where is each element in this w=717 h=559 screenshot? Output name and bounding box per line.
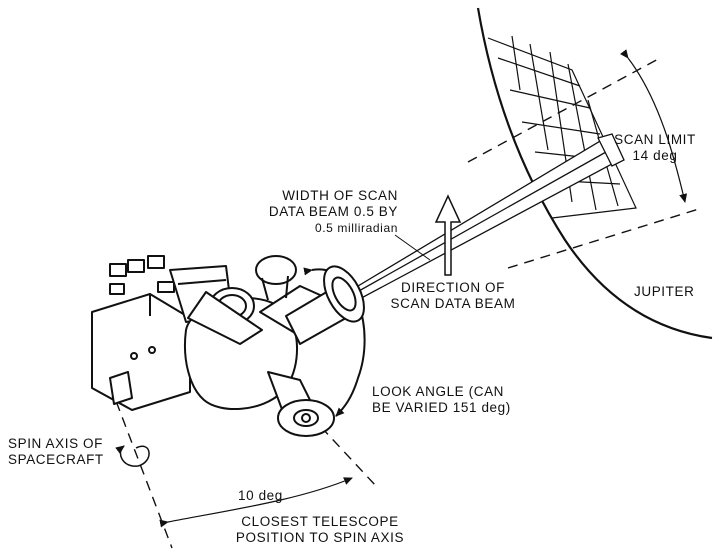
look-angle-line-2: BE VARIED 151 deg) [372, 400, 511, 415]
beam-width-label: WIDTH OF SCAN DATA BEAM 0.5 BY 0.5 milli… [248, 188, 398, 236]
look-angle-label: LOOK ANGLE (CAN BE VARIED 151 deg) [372, 384, 511, 416]
spin-axis-line-1: SPIN AXIS OF [8, 436, 103, 451]
spin-axis-line-2: SPACECRAFT [8, 452, 104, 467]
closest-line-2: POSITION TO SPIN AXIS [235, 530, 405, 545]
scan-limit-lines [467, 57, 703, 269]
scan-data-beam [347, 133, 625, 303]
jupiter-limb [476, 7, 713, 340]
scan-limit-arc [619, 49, 688, 203]
look-angle-line-1: LOOK ANGLE (CAN [372, 384, 505, 399]
jupiter-label: JUPITER [634, 284, 695, 299]
spin-axis-label: SPIN AXIS OF SPACECRAFT [8, 436, 104, 468]
scan-limit-label: SCAN LIMIT 14 deg [600, 132, 710, 164]
beam-width-leader [394, 234, 431, 261]
beam-width-line-2: DATA BEAM 0.5 BY [268, 204, 398, 219]
spacecraft-instrument [91, 255, 365, 437]
closest-line-1: CLOSEST TELESCOPE [241, 514, 399, 529]
spin-rotation-icon [115, 445, 150, 467]
direction-line-1: DIRECTION OF [401, 280, 505, 295]
scan-limit-line-1: SCAN LIMIT [614, 132, 696, 147]
closest-telescope-label: CLOSEST TELESCOPE POSITION TO SPIN AXIS [220, 514, 420, 546]
ten-deg-arc [159, 477, 353, 528]
beam-width-line-3: 0.5 milliradian [314, 221, 398, 235]
beam-width-line-1: WIDTH OF SCAN [282, 188, 398, 203]
ten-deg-label: 10 deg [238, 488, 283, 503]
scan-limit-line-2: 14 deg [632, 148, 678, 163]
direction-line-2: SCAN DATA BEAM [390, 296, 516, 311]
direction-arrow [434, 194, 462, 276]
direction-label: DIRECTION OF SCAN DATA BEAM [378, 280, 528, 312]
